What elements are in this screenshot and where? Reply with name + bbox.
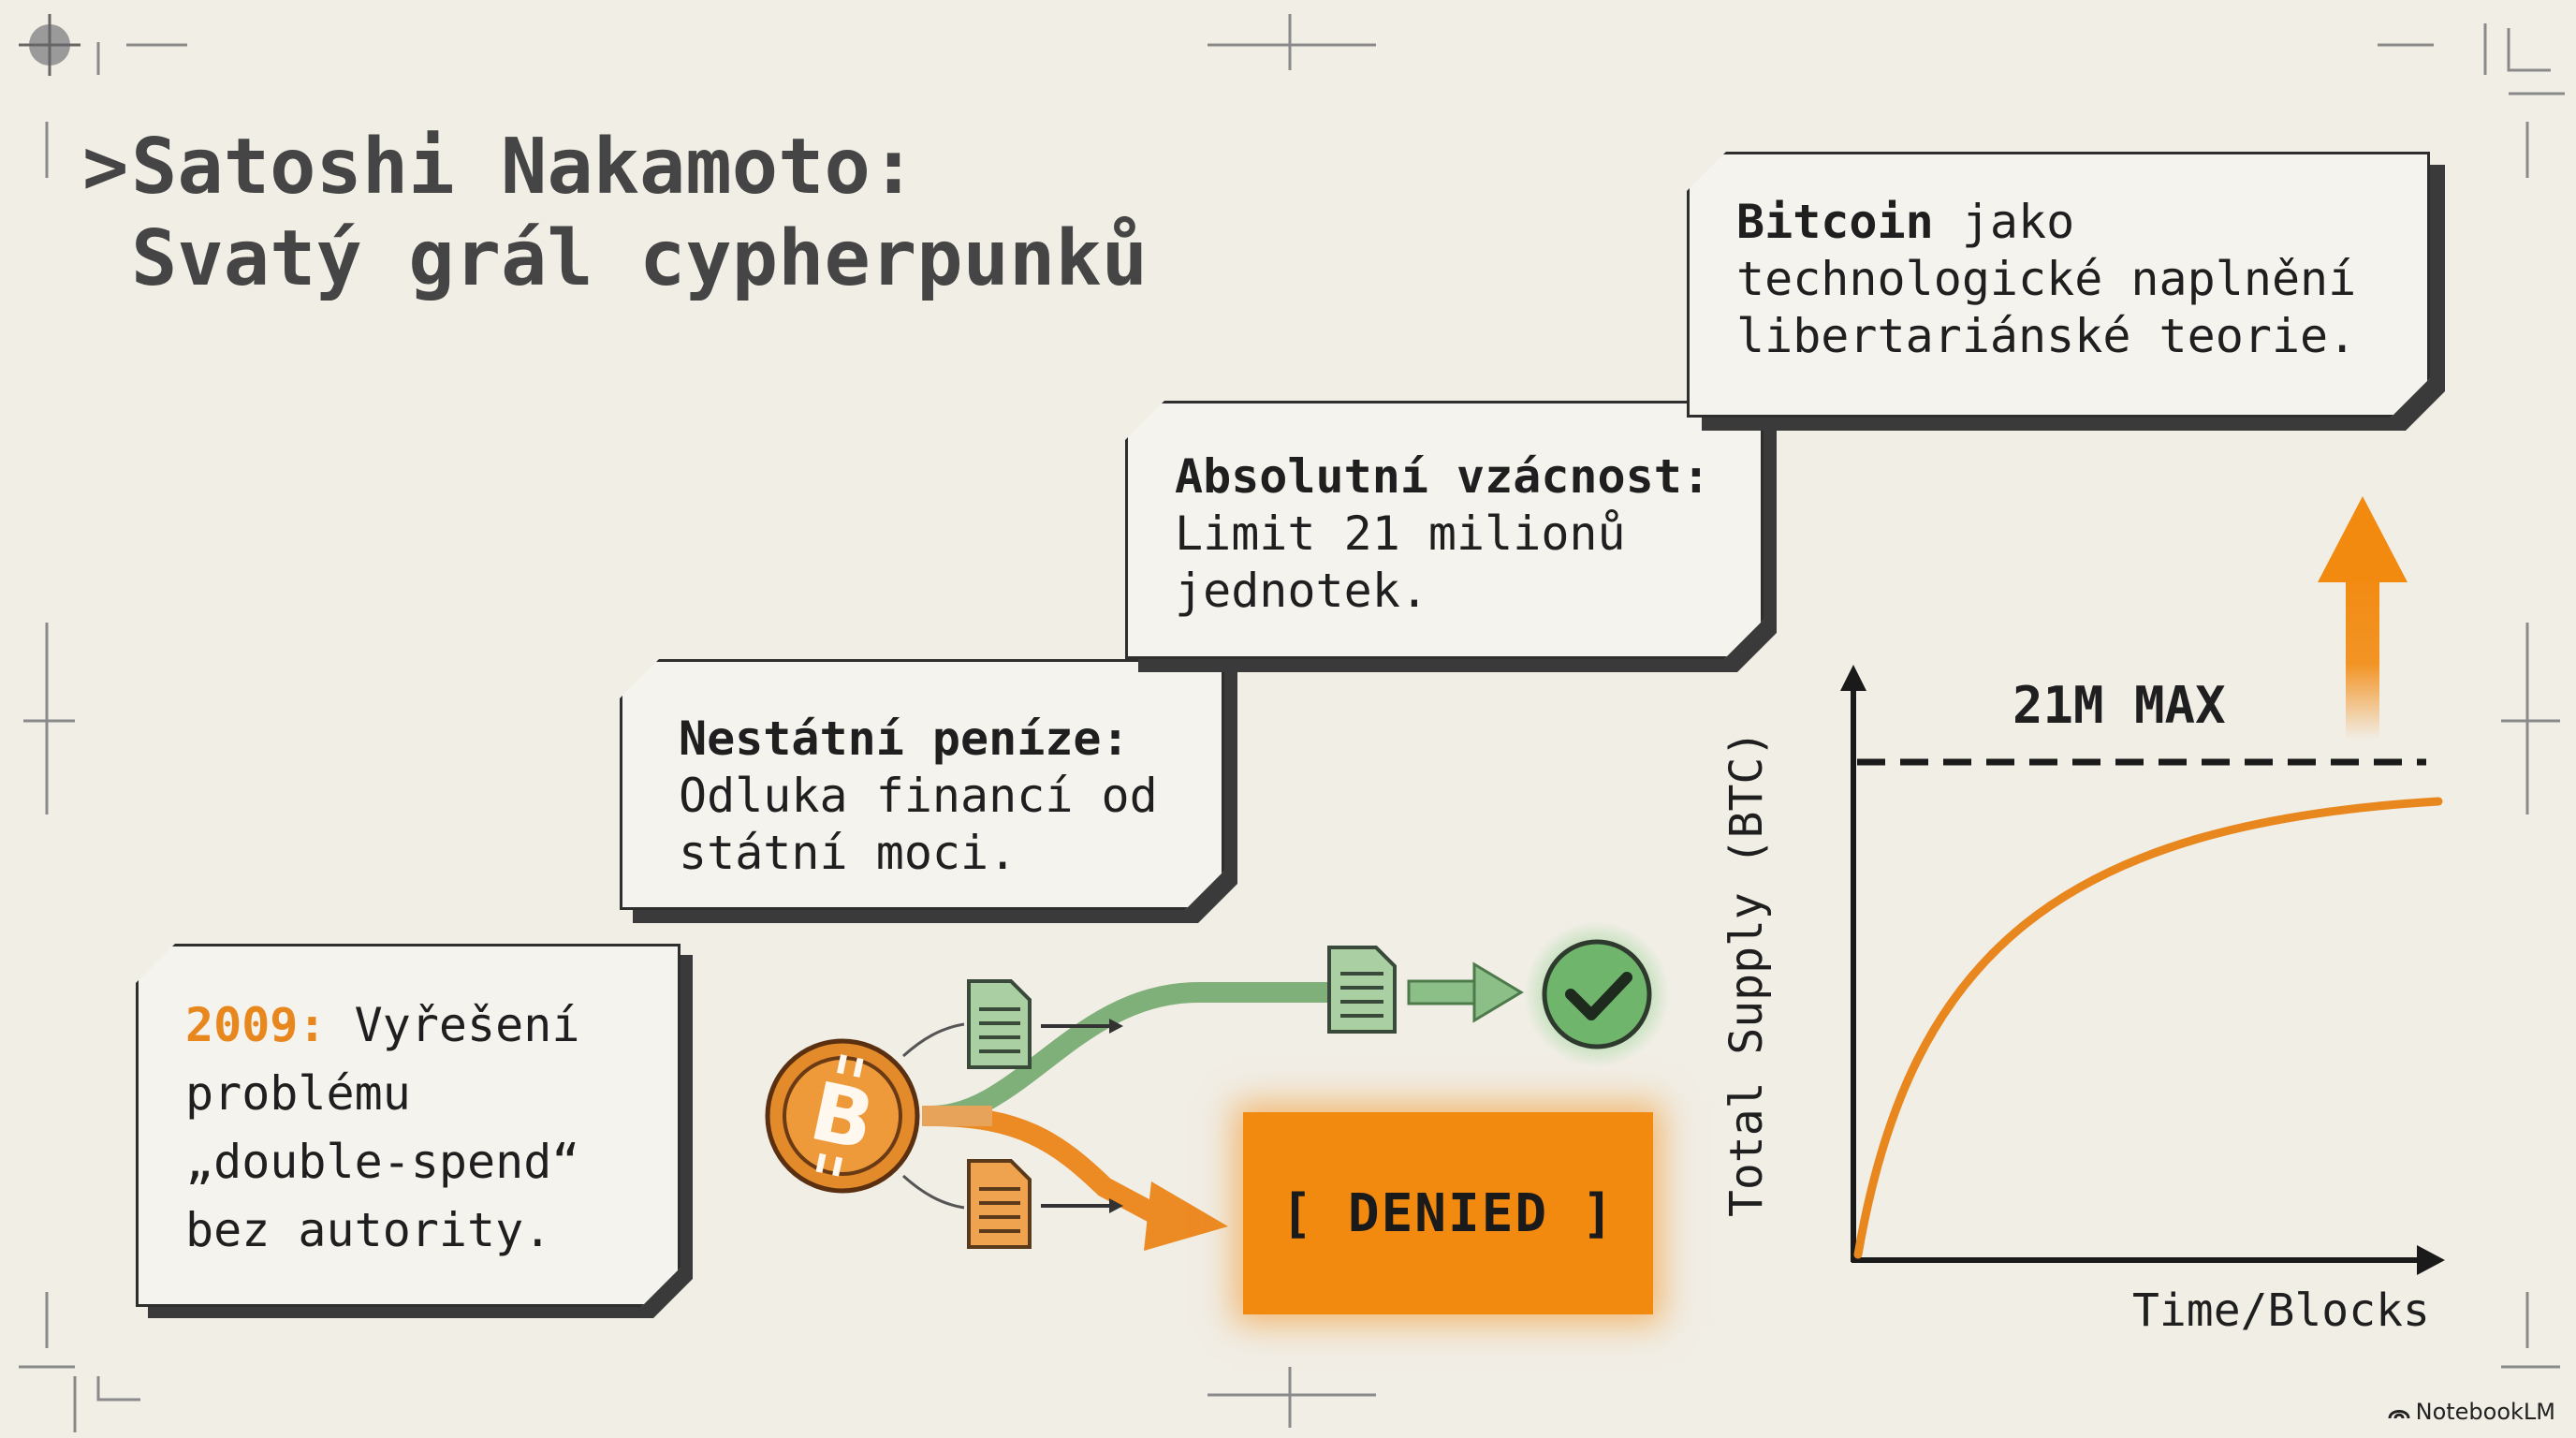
step-text: technologické naplnění xyxy=(1736,252,2357,306)
notebooklm-logo-icon xyxy=(2388,1410,2410,1419)
checkmark-circle-icon xyxy=(1524,921,1670,1067)
title-prompt: > xyxy=(82,123,129,212)
step-text: Odluka financí od xyxy=(679,769,1158,823)
brand-watermark: NotebookLM xyxy=(2388,1399,2555,1425)
step-text: jako xyxy=(1933,195,2075,249)
crosshair-target-icon xyxy=(19,14,80,76)
denied-box: [ DENIED ] xyxy=(1243,1112,1653,1314)
step-card-text: Nestátní peníze: Odluka financí od státn… xyxy=(679,711,1203,882)
approved-arrow xyxy=(1407,961,1524,1023)
x-axis-label: Time/Blocks xyxy=(2132,1284,2430,1337)
bitcoin-coin-icon: B xyxy=(765,1038,920,1194)
step-text: Limit 21 milionů xyxy=(1175,506,1626,561)
step-card-bitcoin: Bitcoin jako technologické naplnění libe… xyxy=(1687,152,2430,418)
rejected-arrow-head xyxy=(1144,1181,1228,1251)
step-text: problému xyxy=(185,1066,411,1121)
step-card-nonstate-money: Nestátní peníze: Odluka financí od státn… xyxy=(620,659,1224,910)
y-axis-label: Total Supply (BTC) xyxy=(1720,729,1773,1217)
step-text: státní moci. xyxy=(679,826,1017,880)
step-text: libertariánské teorie. xyxy=(1736,309,2357,363)
title-line-1: Satoshi Nakamoto: xyxy=(131,123,917,212)
brand-name: NotebookLM xyxy=(2415,1399,2555,1425)
step-text: Vyřešení xyxy=(326,998,580,1052)
step-card-2009: 2009: Vyřešení problému „double-spend“ b… xyxy=(136,944,681,1307)
step-card-text: 2009: Vyřešení problému „double-spend“ b… xyxy=(185,997,659,1259)
step-text: jednotek. xyxy=(1175,564,1428,618)
step-card-text: Bitcoin jako technologické naplnění libe… xyxy=(1736,194,2408,365)
step-card-text: Absolutní vzácnost: Limit 21 milionů jed… xyxy=(1175,448,1742,620)
up-arrow-icon xyxy=(2318,496,2408,740)
document-icon xyxy=(901,979,1123,1069)
step-text: bez autority. xyxy=(185,1203,552,1257)
page-title: > Satoshi Nakamoto: Svatý grál cypherpun… xyxy=(82,122,1149,305)
document-icon xyxy=(901,1159,1123,1249)
document-icon xyxy=(1327,946,1397,1034)
step-heading: Absolutní vzácnost: xyxy=(1175,449,1710,504)
step-text: „double-spend“ xyxy=(185,1135,580,1189)
max-supply-label: 21M MAX xyxy=(2012,676,2226,735)
step-heading: 2009: xyxy=(185,998,327,1052)
supply-curve xyxy=(1853,797,2443,1259)
step-heading: Bitcoin xyxy=(1736,195,1934,249)
step-card-absolute-scarcity: Absolutní vzácnost: Limit 21 milionů jed… xyxy=(1125,401,1764,659)
step-heading: Nestátní peníze: xyxy=(679,712,1130,766)
title-line-2: Svatý grál cypherpunků xyxy=(131,214,1149,303)
